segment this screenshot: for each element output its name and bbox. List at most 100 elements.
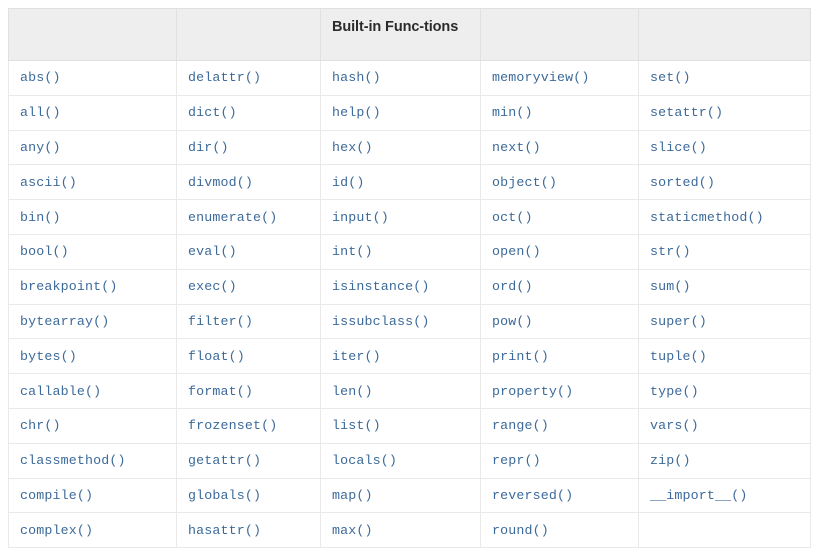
builtin-function-link[interactable]: input() bbox=[332, 209, 389, 225]
table-cell: max() bbox=[320, 512, 481, 549]
builtin-function-link[interactable]: compile() bbox=[20, 487, 94, 503]
table-cell: str() bbox=[638, 233, 811, 270]
table-cell: abs() bbox=[8, 60, 177, 96]
builtin-function-link[interactable]: enumerate() bbox=[188, 209, 278, 225]
column-header-title-built-in-functions: Built-in Func-tions bbox=[320, 8, 481, 61]
builtin-function-link[interactable]: eval() bbox=[188, 244, 237, 260]
table-cell: frozenset() bbox=[176, 407, 321, 444]
table-cell: enumerate() bbox=[176, 199, 321, 235]
table-cell: pow() bbox=[480, 303, 639, 340]
builtin-function-link[interactable]: len() bbox=[332, 383, 373, 399]
builtin-function-link[interactable]: bool() bbox=[20, 244, 69, 260]
table-cell: slice() bbox=[638, 129, 811, 166]
table-cell: tuple() bbox=[638, 338, 811, 375]
table-cell: bytearray() bbox=[8, 303, 177, 340]
builtin-function-link[interactable]: print() bbox=[492, 348, 549, 364]
builtin-function-link[interactable]: classmethod() bbox=[20, 453, 126, 469]
builtin-function-link[interactable]: list() bbox=[332, 418, 381, 434]
builtin-function-link[interactable]: dir() bbox=[188, 139, 229, 155]
builtin-function-link[interactable]: open() bbox=[492, 244, 541, 260]
builtin-function-link[interactable]: oct() bbox=[492, 209, 533, 225]
builtin-function-link[interactable]: float() bbox=[188, 348, 245, 364]
builtin-function-link[interactable]: setattr() bbox=[650, 105, 724, 121]
builtin-function-link[interactable]: memoryview() bbox=[492, 70, 590, 86]
builtin-function-link[interactable]: map() bbox=[332, 487, 373, 503]
table-cell: format() bbox=[176, 373, 321, 409]
builtin-function-link[interactable]: bytearray() bbox=[20, 313, 110, 329]
builtin-function-link[interactable]: sum() bbox=[650, 279, 691, 295]
table-cell: vars() bbox=[638, 407, 811, 444]
table-row: ascii() divmod() id() object() sorted() bbox=[8, 164, 811, 201]
table-cell: bin() bbox=[8, 199, 177, 235]
builtin-function-link[interactable]: pow() bbox=[492, 313, 533, 329]
builtin-function-link[interactable]: callable() bbox=[20, 383, 102, 399]
builtin-function-link[interactable]: repr() bbox=[492, 453, 541, 469]
table-row: abs() delattr() hash() memoryview() set() bbox=[8, 60, 811, 96]
builtin-function-link[interactable]: ascii() bbox=[20, 174, 77, 190]
builtin-function-link[interactable]: globals() bbox=[188, 487, 262, 503]
builtin-function-link[interactable]: bytes() bbox=[20, 348, 77, 364]
builtin-function-link[interactable]: property() bbox=[492, 383, 574, 399]
builtin-function-link[interactable]: super() bbox=[650, 313, 707, 329]
builtin-function-link[interactable]: abs() bbox=[20, 70, 61, 86]
builtin-function-link[interactable]: getattr() bbox=[188, 453, 262, 469]
builtin-function-link[interactable]: dict() bbox=[188, 105, 237, 121]
builtin-function-link[interactable]: all() bbox=[20, 105, 61, 121]
table-cell: hasattr() bbox=[176, 512, 321, 549]
builtin-function-link[interactable]: round() bbox=[492, 522, 549, 538]
builtin-function-link[interactable]: vars() bbox=[650, 418, 699, 434]
table-cell: input() bbox=[320, 199, 481, 235]
table-cell: float() bbox=[176, 338, 321, 375]
builtin-function-link[interactable]: hash() bbox=[332, 70, 381, 86]
builtin-function-link[interactable]: reversed() bbox=[492, 487, 574, 503]
builtin-function-link[interactable]: delattr() bbox=[188, 70, 262, 86]
builtin-function-link[interactable]: range() bbox=[492, 418, 549, 434]
builtin-function-link[interactable]: frozenset() bbox=[188, 418, 278, 434]
table-cell: callable() bbox=[8, 373, 177, 409]
builtin-function-link[interactable]: any() bbox=[20, 139, 61, 155]
builtin-function-link[interactable]: isinstance() bbox=[332, 279, 430, 295]
table-cell: object() bbox=[480, 164, 639, 201]
builtin-function-link[interactable]: slice() bbox=[650, 139, 707, 155]
table-cell: super() bbox=[638, 303, 811, 340]
builtin-function-link[interactable]: type() bbox=[650, 383, 699, 399]
table-cell: repr() bbox=[480, 442, 639, 479]
table-cell: sum() bbox=[638, 268, 811, 305]
builtin-function-link[interactable]: set() bbox=[650, 70, 691, 86]
builtin-function-link[interactable]: ord() bbox=[492, 279, 533, 295]
builtin-function-link[interactable]: breakpoint() bbox=[20, 279, 118, 295]
builtin-function-link[interactable]: staticmethod() bbox=[650, 209, 764, 225]
builtin-function-link[interactable]: complex() bbox=[20, 522, 94, 538]
table-cell: staticmethod() bbox=[638, 199, 811, 235]
builtin-function-link[interactable]: str() bbox=[650, 244, 691, 260]
table-cell: print() bbox=[480, 338, 639, 375]
builtin-function-link[interactable]: tuple() bbox=[650, 348, 707, 364]
builtin-function-link[interactable]: zip() bbox=[650, 453, 691, 469]
builtin-function-link[interactable]: chr() bbox=[20, 418, 61, 434]
builtin-function-link[interactable]: hex() bbox=[332, 139, 373, 155]
table-cell: map() bbox=[320, 477, 481, 514]
table-cell: round() bbox=[480, 512, 639, 549]
builtin-function-link[interactable]: help() bbox=[332, 105, 381, 121]
builtin-function-link[interactable]: issubclass() bbox=[332, 313, 430, 329]
builtin-function-link[interactable]: bin() bbox=[20, 209, 61, 225]
builtin-function-link[interactable]: object() bbox=[492, 174, 558, 190]
table-row: breakpoint() exec() isinstance() ord() sum() bbox=[8, 268, 811, 305]
builtin-function-link[interactable]: sorted() bbox=[650, 174, 716, 190]
table-cell: hash() bbox=[320, 60, 481, 96]
table-cell: property() bbox=[480, 373, 639, 409]
builtin-function-link[interactable]: max() bbox=[332, 522, 373, 538]
builtin-function-link[interactable]: __import__() bbox=[650, 487, 748, 503]
builtin-function-link[interactable]: format() bbox=[188, 383, 254, 399]
builtin-function-link[interactable]: locals() bbox=[332, 453, 398, 469]
builtin-function-link[interactable]: id() bbox=[332, 174, 365, 190]
builtin-function-link[interactable]: filter() bbox=[188, 313, 254, 329]
builtin-function-link[interactable]: min() bbox=[492, 105, 533, 121]
builtin-function-link[interactable]: next() bbox=[492, 139, 541, 155]
builtin-function-link[interactable]: int() bbox=[332, 244, 373, 260]
builtin-function-link[interactable]: exec() bbox=[188, 279, 237, 295]
builtin-function-link[interactable]: divmod() bbox=[188, 174, 254, 190]
builtin-function-link[interactable]: hasattr() bbox=[188, 522, 262, 538]
builtin-function-link[interactable]: iter() bbox=[332, 348, 381, 364]
